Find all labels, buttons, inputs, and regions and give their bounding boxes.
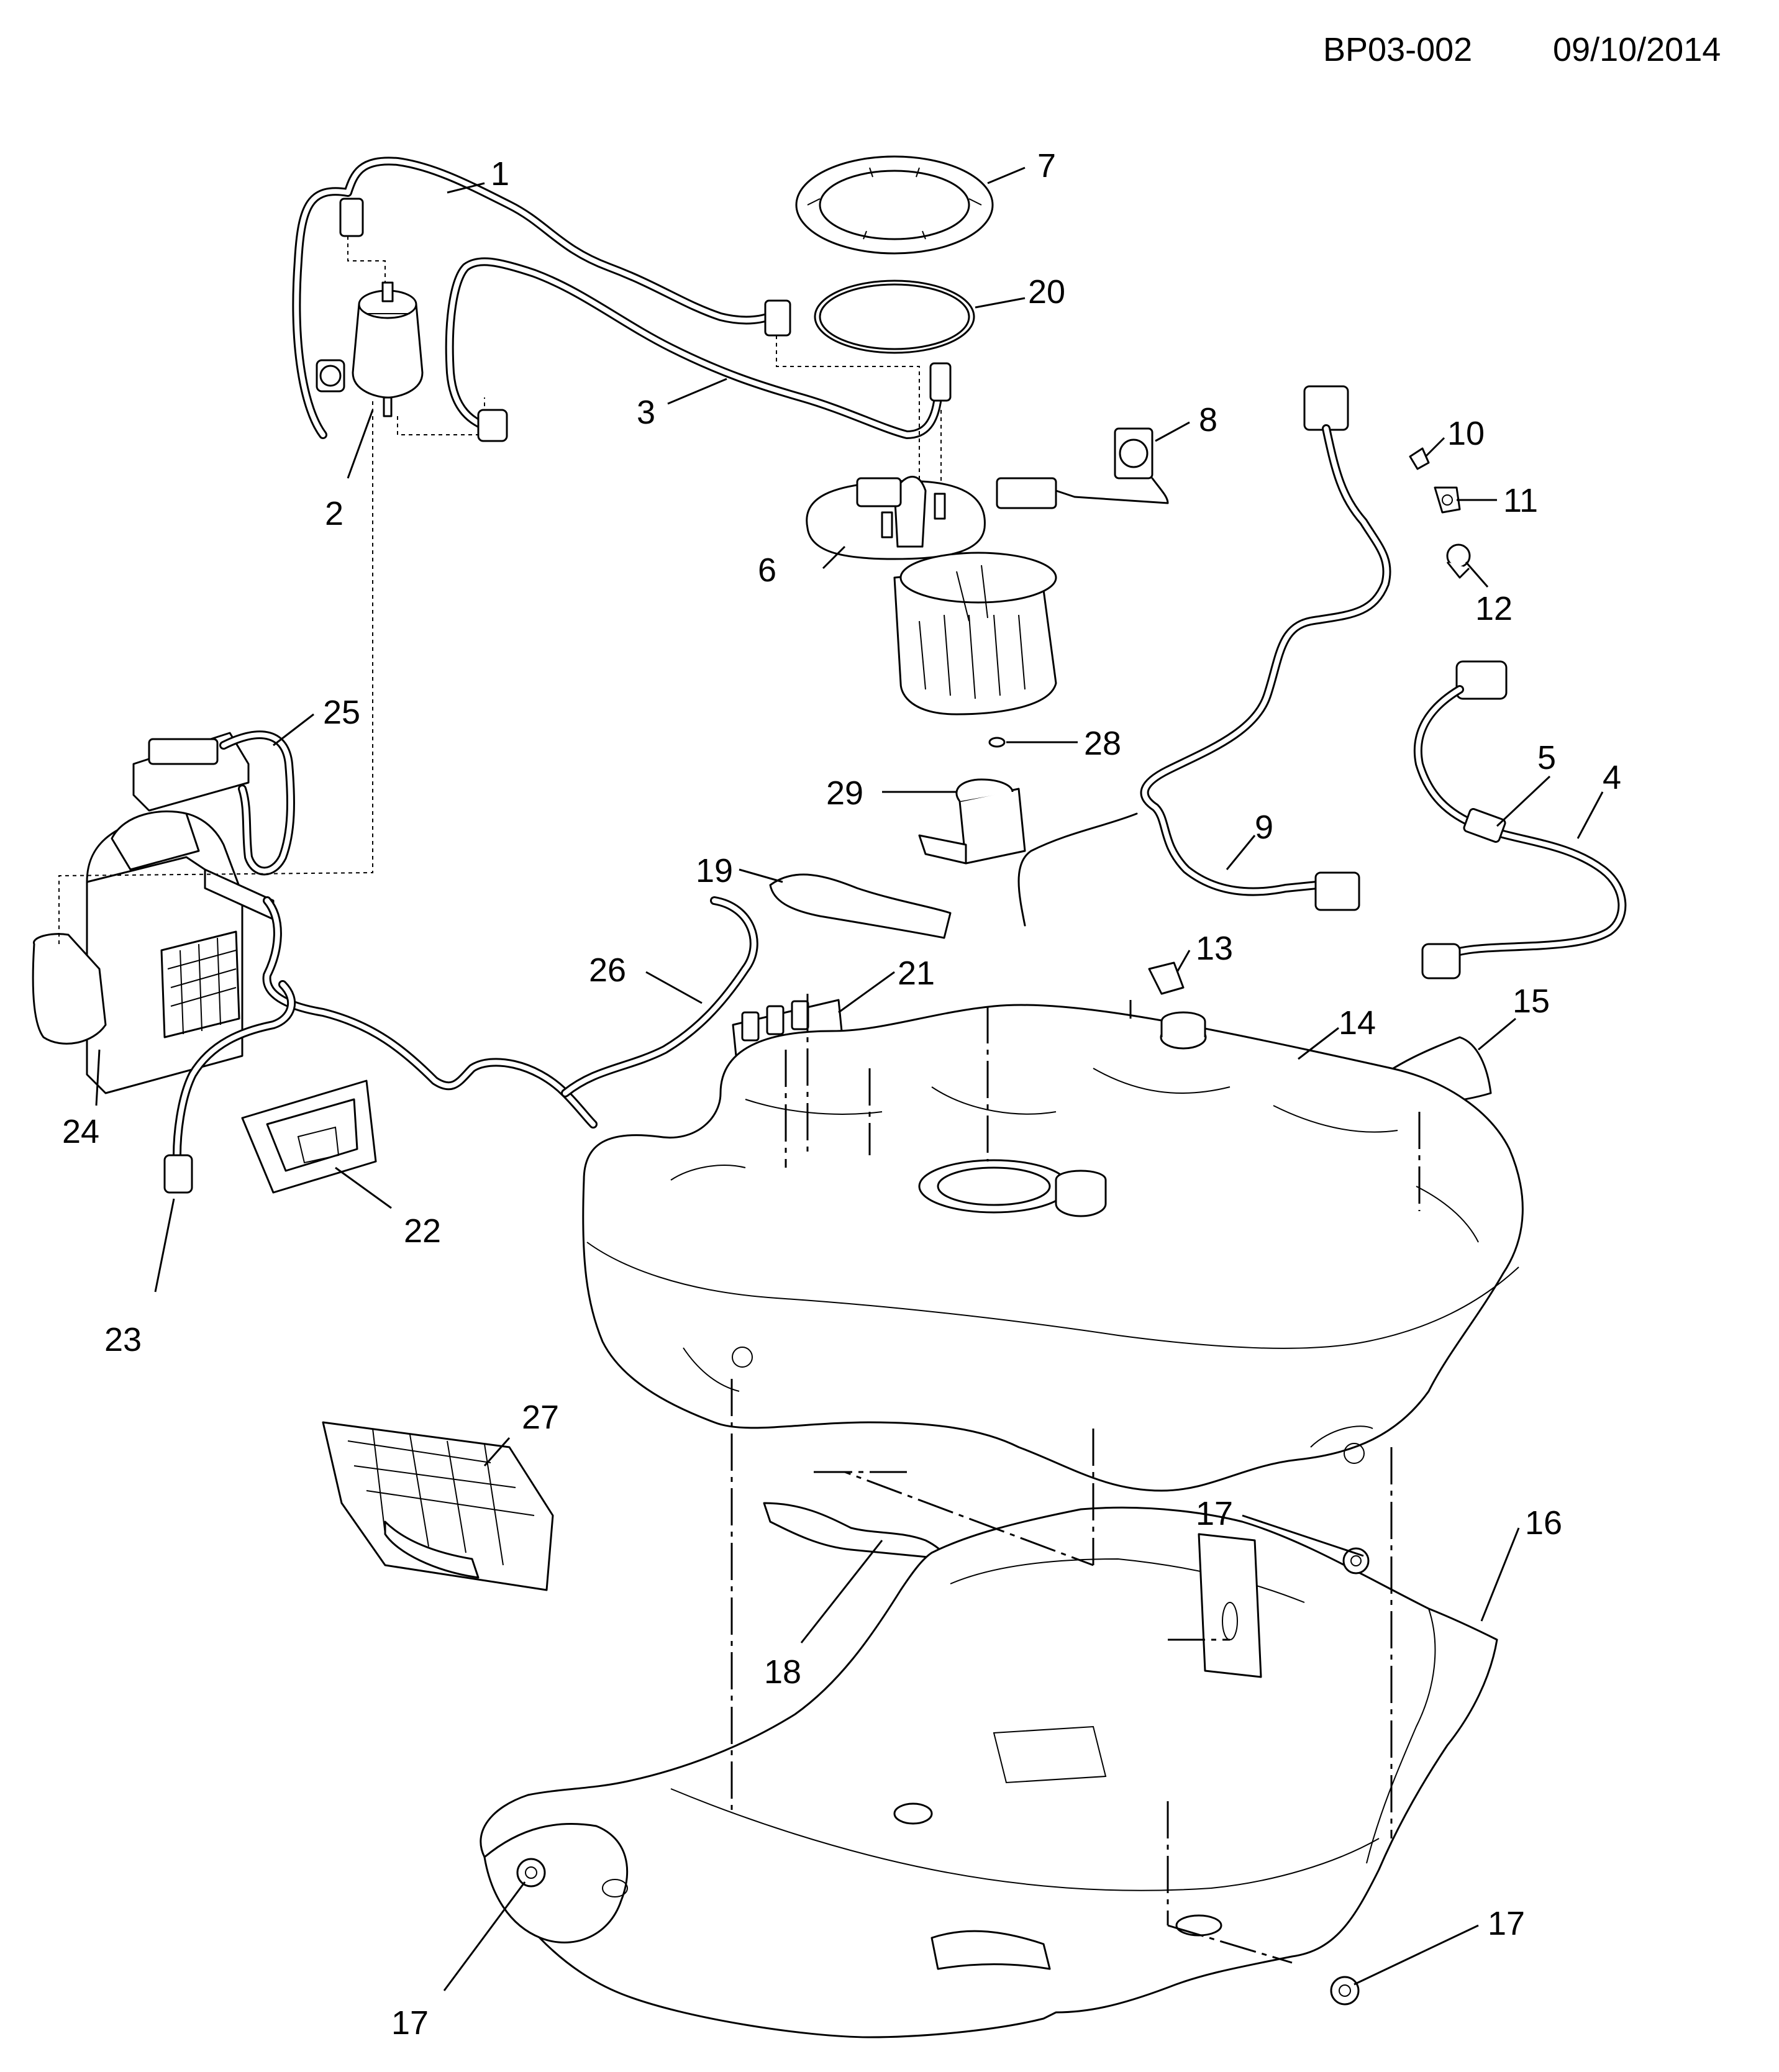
callout-18: 18 — [764, 1653, 801, 1691]
callout-23: 23 — [104, 1321, 142, 1358]
part-24-evap-canister — [32, 810, 275, 1094]
part-26-vapor-pipe — [262, 896, 758, 1129]
part-17-nut-b — [1342, 1547, 1370, 1574]
callout-26: 26 — [589, 952, 626, 989]
callout-11: 11 — [1503, 482, 1538, 519]
callout-7: 7 — [1037, 147, 1056, 184]
diagram-date: 09/10/2014 — [1553, 31, 1721, 68]
part-4-filler-hose — [1413, 660, 1627, 979]
alignment-lines — [58, 398, 1421, 1964]
part-12-clip — [1446, 543, 1471, 579]
part-29-bracket — [918, 778, 1026, 865]
part-28-o-ring — [988, 737, 1006, 748]
part-7-locking-ring — [795, 155, 994, 255]
callout-17-b: 17 — [391, 2004, 429, 2042]
part-5-hose-clamp — [1463, 808, 1506, 843]
callout-8: 8 — [1199, 401, 1217, 438]
callout-27: 27 — [522, 1399, 559, 1436]
callout-9: 9 — [1255, 809, 1273, 846]
callout-5: 5 — [1537, 739, 1556, 776]
part-10-clip — [1409, 447, 1430, 470]
leader-lines — [95, 166, 1604, 1991]
part-6-fuel-pump-module — [806, 476, 1057, 716]
callout-12: 12 — [1475, 590, 1513, 627]
callout-21: 21 — [898, 955, 935, 992]
part-8-fuel-level-sensor — [996, 427, 1169, 509]
callout-28: 28 — [1084, 725, 1121, 762]
part-1-fuel-feed-pipe — [292, 157, 791, 439]
part-16-tank-shield — [480, 1506, 1498, 2038]
part-14-fuel-tank — [582, 1004, 1524, 1492]
part-19-heat-shield — [769, 873, 952, 939]
callout-10: 10 — [1447, 415, 1485, 452]
callout-labels: 1 2 3 4 5 6 7 8 9 10 11 12 13 14 15 16 1… — [62, 147, 1621, 2042]
callout-22: 22 — [404, 1212, 441, 1250]
part-13-clip — [1148, 961, 1185, 995]
part-25-canister-vent-valve — [132, 730, 295, 876]
callout-16: 16 — [1525, 1504, 1562, 1542]
callout-13: 13 — [1196, 930, 1233, 967]
callout-19: 19 — [696, 852, 733, 889]
part-3-fuel-pipe — [445, 257, 952, 534]
callout-29: 29 — [826, 775, 863, 812]
part-20-seal — [814, 279, 975, 354]
part-22-bracket — [241, 1079, 377, 1194]
part-9-wiring-harness — [1017, 385, 1391, 927]
part-17-nut-c — [1330, 1976, 1360, 2006]
diagram-code: BP03-002 — [1323, 31, 1472, 68]
part-18-heat-shield — [763, 1502, 949, 1560]
callout-24: 24 — [62, 1113, 99, 1150]
callout-17-a: 17 — [1196, 1495, 1233, 1532]
callout-6: 6 — [758, 552, 776, 589]
part-23-purge-pipe — [163, 980, 296, 1194]
callout-25: 25 — [323, 694, 360, 731]
callout-14: 14 — [1339, 1004, 1376, 1042]
callout-20: 20 — [1028, 273, 1065, 311]
part-27-cover — [322, 1421, 554, 1591]
part-11-clip — [1434, 486, 1461, 514]
callout-15: 15 — [1513, 983, 1550, 1020]
part-17-nut-a — [516, 1858, 546, 1888]
callout-4: 4 — [1603, 759, 1621, 796]
part-2-fuel-filter — [347, 236, 485, 435]
callout-3: 3 — [637, 394, 655, 431]
callout-2: 2 — [325, 495, 344, 532]
callout-17-c: 17 — [1488, 1905, 1525, 1942]
callout-1: 1 — [491, 155, 509, 193]
